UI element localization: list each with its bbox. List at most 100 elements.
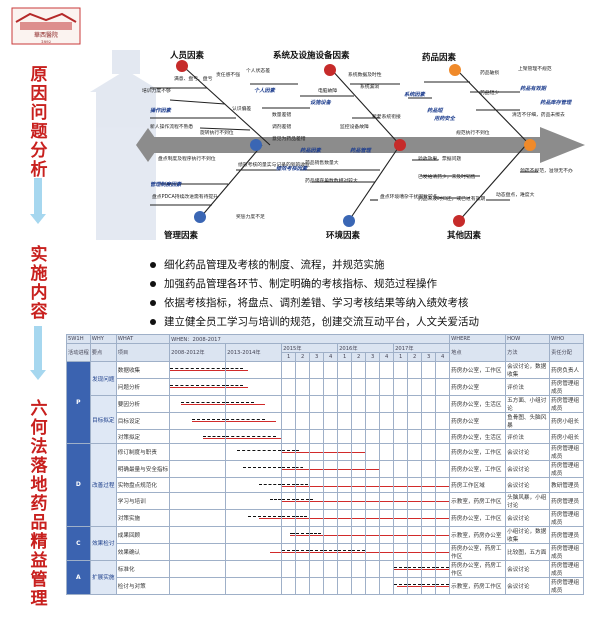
where-cell: 药房办公室，工作区 <box>449 361 507 379</box>
plan-bar <box>226 436 276 437</box>
how-cell: 会议讨论 <box>505 559 551 578</box>
actual-bar <box>352 469 365 471</box>
timeline-cell <box>281 395 297 413</box>
point-cell: 效果检讨 <box>89 525 117 561</box>
section-implement-label: 实施内容 <box>30 245 48 322</box>
timeline-cell <box>407 477 423 493</box>
timeline-cell <box>393 395 409 413</box>
timeline-cell <box>379 443 395 462</box>
svg-text:上架管理不规范: 上架管理不规范 <box>518 65 552 72</box>
item-cell: 问题分析 <box>115 378 171 396</box>
timeline-cell <box>337 443 353 462</box>
actual-bar <box>226 421 276 422</box>
timeline-cell <box>309 412 325 430</box>
timeline-cell <box>351 460 367 479</box>
timeline-cell <box>281 559 297 578</box>
timeline-cell <box>281 443 297 462</box>
actual-bar <box>282 486 295 488</box>
timeline-cell <box>169 460 227 479</box>
actual-bar <box>408 486 421 488</box>
actual-bar <box>436 568 449 570</box>
how-cell: 会议讨论 <box>505 460 551 479</box>
timeline-cell <box>323 525 339 544</box>
actual-bar <box>310 452 323 454</box>
actual-bar <box>366 486 379 488</box>
timeline-cell <box>169 542 227 561</box>
phase-cell: P <box>66 360 91 445</box>
actual-bar <box>338 517 351 519</box>
timeline-cell <box>309 395 325 413</box>
timeline-cell <box>295 477 311 493</box>
svg-text:盘点制度及程序执行不到位: 盘点制度及程序执行不到位 <box>158 155 216 162</box>
plan-bar <box>394 566 407 568</box>
timeline-cell <box>421 412 437 430</box>
actual-bar <box>380 517 393 519</box>
table-header-cell: 活动进程 <box>66 343 91 362</box>
table-row: 实物盘点规范化药房工作区域会议讨论教研管理员 <box>67 477 585 493</box>
plan-bar <box>226 385 243 386</box>
svg-text:动态盘点，难度大: 动态盘点，难度大 <box>496 191 535 198</box>
timeline-cell <box>169 576 227 595</box>
actual-bar <box>380 551 393 553</box>
timeline-cell <box>323 378 339 396</box>
actual-bar <box>394 551 407 553</box>
timeline-cell <box>421 361 437 379</box>
table-header-cell: 2008-2012年 <box>169 343 227 362</box>
timeline-cell <box>169 428 227 445</box>
timeline-cell <box>281 412 297 430</box>
actual-bar <box>259 517 281 519</box>
timeline-cell <box>169 395 227 413</box>
actual-bar <box>338 486 351 488</box>
actual-bar <box>436 517 449 519</box>
actual-bar <box>422 517 435 519</box>
table-header-cell: 要点 <box>89 343 117 362</box>
timeline-cell <box>351 559 367 578</box>
timeline-cell <box>225 525 283 544</box>
timeline-cell <box>365 395 381 413</box>
table-row: 学习与培训示教室，药房工作区头脑风暴，小组讨论药房管理员 <box>67 491 585 510</box>
plan-bar <box>192 419 225 420</box>
actual-bar <box>282 469 295 471</box>
actual-bar <box>192 421 225 422</box>
quarter-cell: 1 <box>337 352 353 362</box>
who-cell: 药房小组长 <box>549 412 585 430</box>
timeline-cell <box>309 477 325 493</box>
cause-node-other <box>453 215 465 227</box>
list-item: 加强药品管理各环节、制定明确的考核指标、规范过程操作 <box>150 275 479 294</box>
timeline-cell <box>421 460 437 479</box>
list-item: 依据考核指标，将盘点、调剂差错、学习考核结果等纳入绩效考核 <box>150 294 479 313</box>
quarter-cell: 2 <box>407 352 423 362</box>
table-header-cell: HOW <box>505 334 551 344</box>
timeline-cell <box>379 428 395 445</box>
plan-bar <box>226 402 254 403</box>
actual-bar <box>422 585 435 587</box>
timeline-cell <box>169 378 227 396</box>
timeline-cell <box>365 508 381 527</box>
timeline-cell <box>309 508 325 527</box>
quarter-cell: 1 <box>281 352 297 362</box>
timeline-cell <box>295 491 311 510</box>
cause-title-system: 系统及设施设备因素 <box>273 50 350 61</box>
svg-text:验收效果，票据问题: 验收效果，票据问题 <box>418 155 461 162</box>
svg-text:个人状态差: 个人状态差 <box>246 67 270 74</box>
timeline-cell <box>169 491 227 510</box>
plan-bar <box>296 467 303 469</box>
timeline-cell <box>421 395 437 413</box>
timeline-cell <box>407 559 423 578</box>
timeline-cell <box>407 542 423 561</box>
actual-bar <box>324 551 337 553</box>
svg-text:系统因素: 系统因素 <box>404 91 426 98</box>
timeline-cell <box>393 491 409 510</box>
timeline-cell <box>309 491 325 510</box>
actual-bar <box>324 469 337 471</box>
timeline-cell <box>323 559 339 578</box>
timeline-cell <box>351 412 367 430</box>
plan-bar <box>270 498 281 500</box>
actual-bar <box>366 551 379 553</box>
quarter-cell: 2 <box>295 352 311 362</box>
timeline-cell <box>281 477 297 493</box>
svg-text:绩效考核的量实与记录的到的收位: 绩效考核的量实与记录的到的收位 <box>238 161 310 168</box>
timeline-cell <box>407 361 423 379</box>
timeline-cell <box>309 428 325 445</box>
timeline-cell <box>379 395 395 413</box>
